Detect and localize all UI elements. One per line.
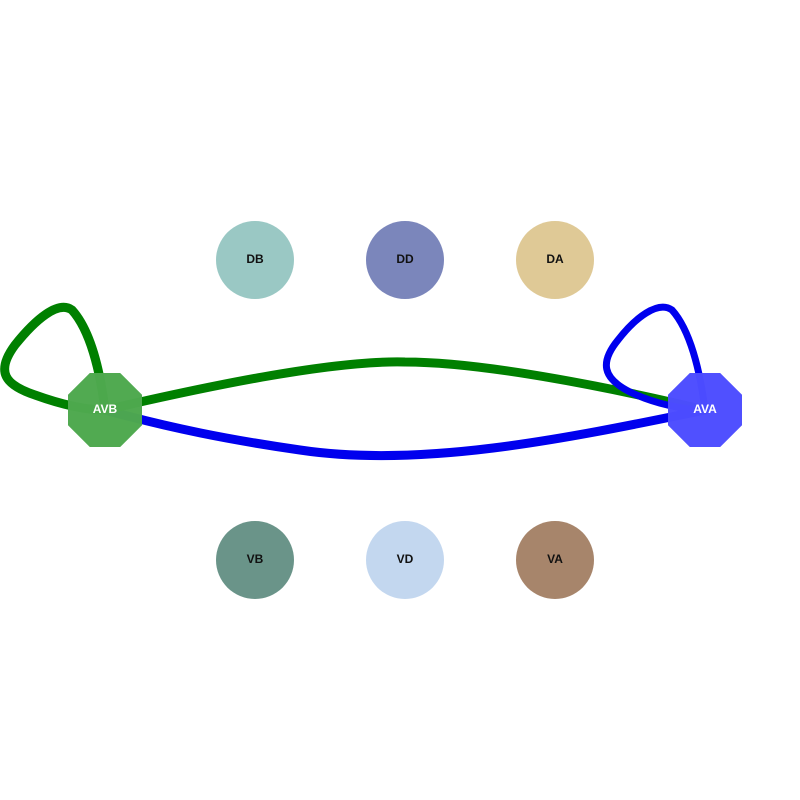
node-dd[interactable]: DD [366,221,444,299]
node-avb-label: AVB [93,402,118,416]
node-va-label: VA [547,552,563,566]
node-db[interactable]: DB [216,221,294,299]
node-ava-shape [668,373,742,447]
node-da[interactable]: DA [516,221,594,299]
node-dd-shape [366,221,444,299]
node-ava[interactable]: AVA [668,373,742,447]
node-vd-shape [366,521,444,599]
edges [0,303,710,461]
edge-ava-to-avb[interactable] [100,405,710,461]
edge-avb-self-loop[interactable] [0,303,110,415]
node-va-shape [516,521,594,599]
edge-ava-self-loop[interactable] [602,303,709,414]
node-vb[interactable]: VB [216,521,294,599]
node-dd-label: DD [396,252,414,266]
node-ava-label: AVA [693,402,717,416]
node-vb-shape [216,521,294,599]
node-vb-label: VB [247,552,264,566]
node-da-shape [516,221,594,299]
node-db-shape [216,221,294,299]
node-avb-shape [68,373,142,447]
edge-avb-to-ava[interactable] [100,357,710,415]
node-va[interactable]: VA [516,521,594,599]
node-da-label: DA [546,252,564,266]
node-db-label: DB [246,252,264,266]
node-avb[interactable]: AVB [68,373,142,447]
node-vd-label: VD [397,552,414,566]
node-vd[interactable]: VD [366,521,444,599]
